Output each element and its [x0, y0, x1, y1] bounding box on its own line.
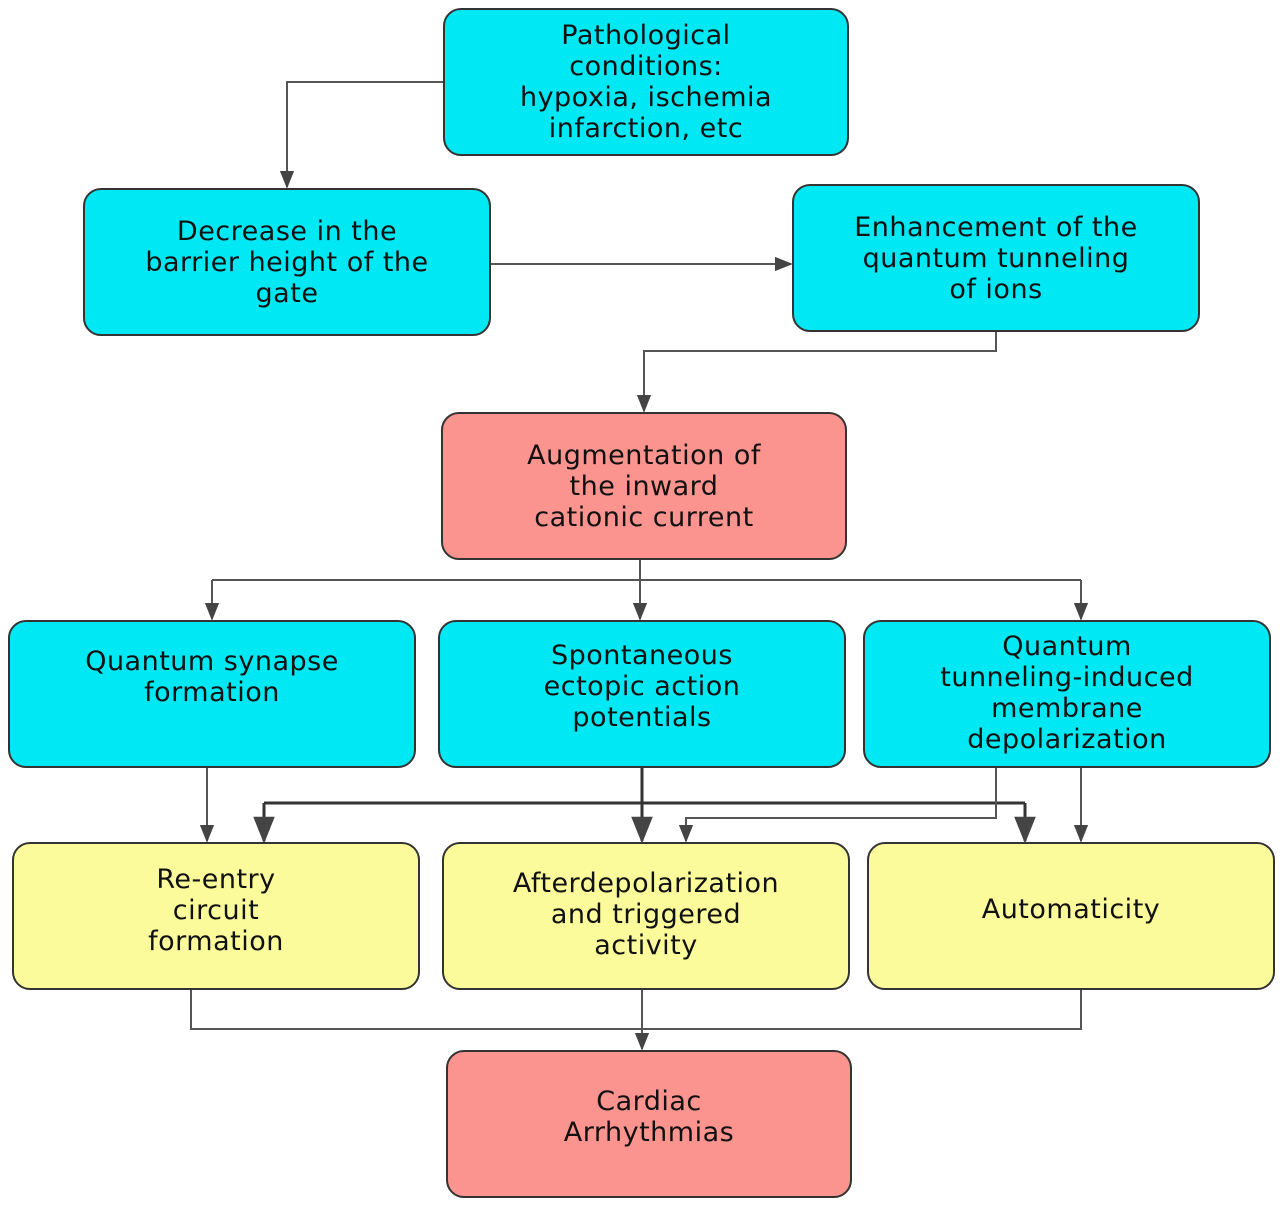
edge-reentry-cardiac: [190, 990, 1082, 1030]
node-enhancement-tunneling: Enhancement of the quantum tunneling of …: [792, 184, 1200, 332]
node-pathological-conditions: Pathological conditions: hypoxia, ischem…: [443, 8, 849, 156]
edge-pathological-decrease: [279, 81, 443, 189]
edge-enhancement-augmentation: [636, 332, 997, 413]
node-cardiac-arrhythmias: Cardiac Arrhythmias: [446, 1050, 852, 1198]
node-ectopic-potentials: Spontaneous ectopic action potentials: [438, 620, 846, 768]
node-afterdepolarization: Afterdepolarization and triggered activi…: [442, 842, 850, 990]
node-reentry-circuit: Re-entry circuit formation: [12, 842, 420, 990]
node-decrease-barrier: Decrease in the barrier height of the ga…: [83, 188, 491, 336]
edge-tunneling-afterdep: [678, 768, 997, 843]
node-automaticity: Automaticity: [867, 842, 1275, 990]
node-augmentation-current: Augmentation of the inward cationic curr…: [441, 412, 847, 560]
node-quantum-synapse: Quantum synapse formation: [8, 620, 416, 768]
node-tunneling-depolarization: Quantum tunneling-induced membrane depol…: [863, 620, 1271, 768]
